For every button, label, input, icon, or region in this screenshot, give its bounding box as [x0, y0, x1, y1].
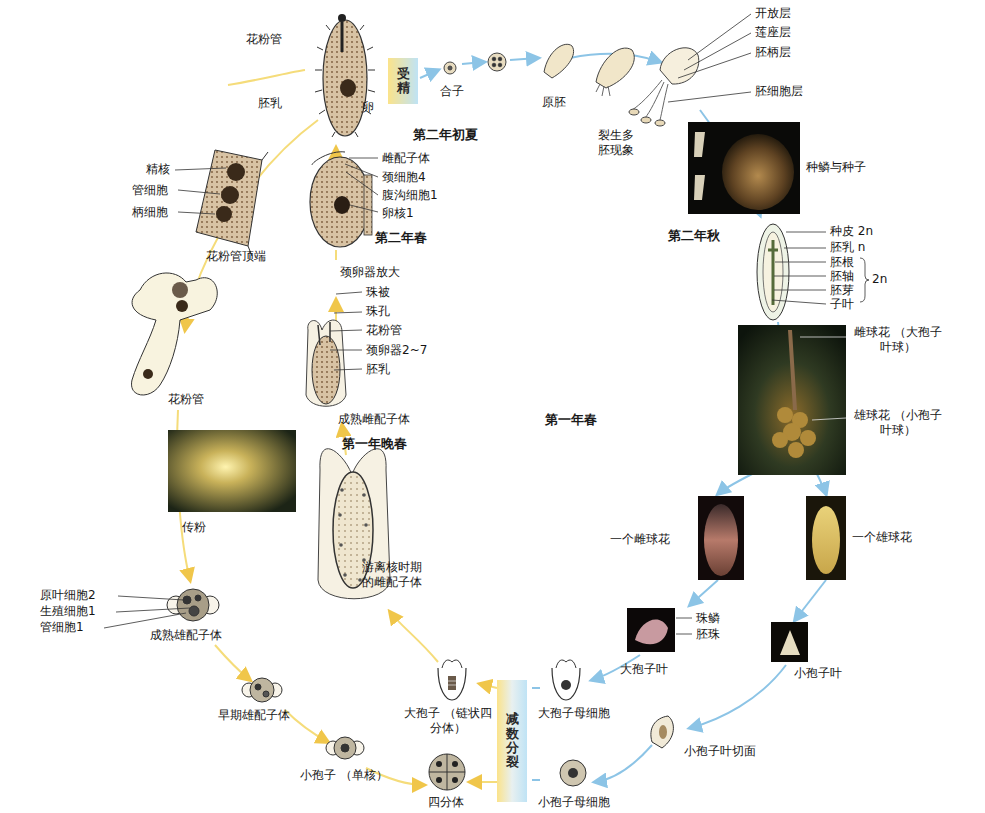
process-band: 减数分裂	[497, 680, 527, 802]
process-band: 受精	[388, 58, 418, 104]
part-label: 珠鳞	[696, 611, 720, 626]
part-label: 花粉管	[366, 323, 402, 338]
part-label: 胚乳	[366, 362, 390, 377]
part-label: 颈卵器2~7	[366, 343, 427, 358]
part-label: 莲座层	[755, 25, 791, 40]
part-label: 珠孔	[366, 304, 390, 319]
part-label: 柄细胞	[132, 205, 168, 220]
part-label: 雌球花 （大孢子叶球）	[850, 325, 946, 355]
part-label: 大孢子 （链状四分体）	[400, 706, 496, 736]
part-label: 子叶	[830, 297, 854, 312]
part-label: 卵核1	[382, 206, 414, 221]
part-label: 卵	[362, 100, 374, 115]
part-label: 腹沟细胞1	[382, 188, 438, 203]
part-label: 珠被	[366, 285, 390, 300]
part-label: 大孢子母细胞	[538, 706, 610, 721]
part-label: 精核	[146, 162, 170, 177]
part-label: 2n	[872, 272, 887, 287]
stage-label: 第二年春	[375, 230, 427, 246]
part-label: 小孢子叶切面	[684, 744, 756, 759]
part-label: 小孢子母细胞	[538, 795, 610, 810]
part-label: 花粉管	[246, 32, 282, 47]
part-label: 大孢子叶	[620, 662, 668, 677]
part-label: 管细胞	[132, 183, 168, 198]
part-label: 原胚	[542, 95, 566, 110]
part-label: 雌配子体	[382, 151, 430, 166]
part-label: 四分体	[428, 795, 464, 810]
part-label: 胚细胞层	[755, 84, 803, 99]
part-label: 花粉管顶端	[206, 249, 266, 264]
part-label: 胚乳 n	[830, 240, 865, 255]
part-label: 花粉管	[168, 392, 204, 407]
part-label: 颈细胞4	[382, 170, 426, 185]
part-label: 成熟雌配子体	[338, 412, 410, 427]
part-label: 胚乳	[258, 96, 282, 111]
part-label: 开放层	[755, 6, 791, 21]
part-label: 种鳞与种子	[806, 160, 866, 175]
part-label: 裂生多胚现象	[598, 128, 638, 158]
stage-label: 第一年春	[545, 412, 597, 428]
stage-label: 第二年秋	[668, 228, 720, 244]
part-label: 胚芽	[830, 283, 854, 298]
stage-label: 第一年晚春	[342, 436, 407, 452]
part-label: 小孢子 （单核）	[296, 768, 392, 783]
part-label: 种皮 2n	[830, 224, 873, 239]
part-label: 一个雌球花	[610, 532, 670, 547]
part-label: 胚柄层	[755, 45, 791, 60]
part-label: 管细胞1	[40, 620, 84, 635]
part-label: 颈卵器放大	[340, 265, 400, 280]
stage-label: 第二年初夏	[413, 127, 478, 143]
part-label: 原叶细胞2	[40, 588, 96, 603]
part-label: 合子	[440, 84, 464, 99]
part-label: 胚珠	[696, 627, 720, 642]
part-label: 小孢子叶	[794, 666, 842, 681]
part-label: 雄球花 （小孢子叶球）	[850, 408, 946, 438]
part-label: 传粉	[182, 520, 206, 535]
part-label: 胚轴	[830, 269, 854, 284]
band-text: 受精	[397, 67, 410, 96]
part-label: 早期雄配子体	[218, 708, 290, 723]
part-label: 游离核时期的雌配子体	[362, 560, 424, 590]
part-label: 成熟雄配子体	[150, 628, 222, 643]
part-label: 一个雄球花	[852, 530, 912, 545]
part-label: 胚根	[830, 255, 854, 270]
band-text: 减数分裂	[506, 712, 519, 769]
part-label: 生殖细胞1	[40, 604, 96, 619]
